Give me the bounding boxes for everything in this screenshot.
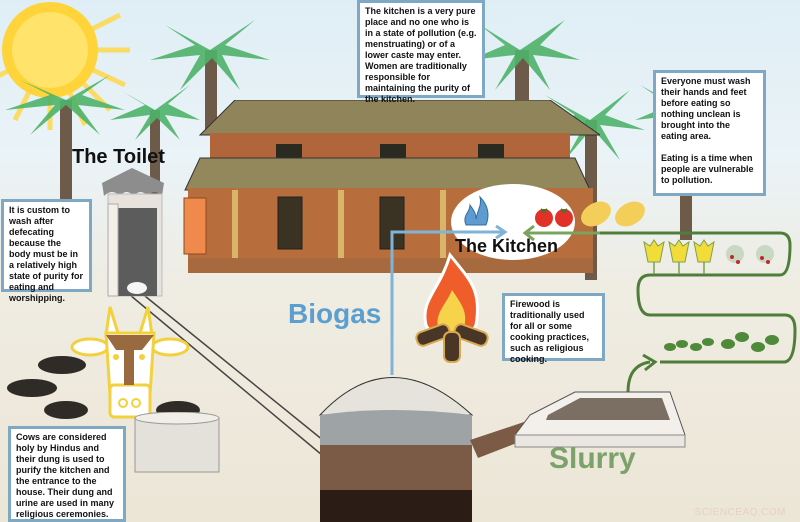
biogas-digester: [318, 360, 474, 522]
watermark: SCIENCEAQ.COM: [694, 507, 786, 518]
eating-note: Everyone must wash their hands and feet …: [653, 70, 766, 196]
cow-dung-piles: [7, 356, 200, 419]
biogas-label: Biogas: [288, 298, 382, 329]
firewood-note: Firewood is traditionally used for all o…: [502, 293, 605, 364]
toilet-label: The Toilet: [72, 146, 165, 168]
sun-icon: [0, 2, 130, 130]
campfire-icon: [415, 251, 489, 363]
kitchen-label: The Kitchen: [455, 236, 559, 256]
slurry-pit: [470, 391, 686, 458]
house-illustration: [183, 100, 600, 273]
toilet-note: It is custom to wash after defecating be…: [1, 199, 92, 303]
gas-flame-icon: [464, 195, 489, 226]
tomatoes-icon: [535, 208, 573, 227]
corn-icon: [581, 201, 645, 227]
cow-icon: [70, 306, 190, 419]
kitchen-purity-note: The kitchen is a very pure place and no …: [357, 0, 485, 104]
toilet-illustration: [102, 168, 164, 297]
slurry-label: Slurry: [549, 442, 636, 475]
crops-illustration: [643, 239, 779, 352]
dung-bucket: [134, 412, 220, 473]
cows-note: Cows are considered holy by Hindus and t…: [8, 426, 126, 522]
